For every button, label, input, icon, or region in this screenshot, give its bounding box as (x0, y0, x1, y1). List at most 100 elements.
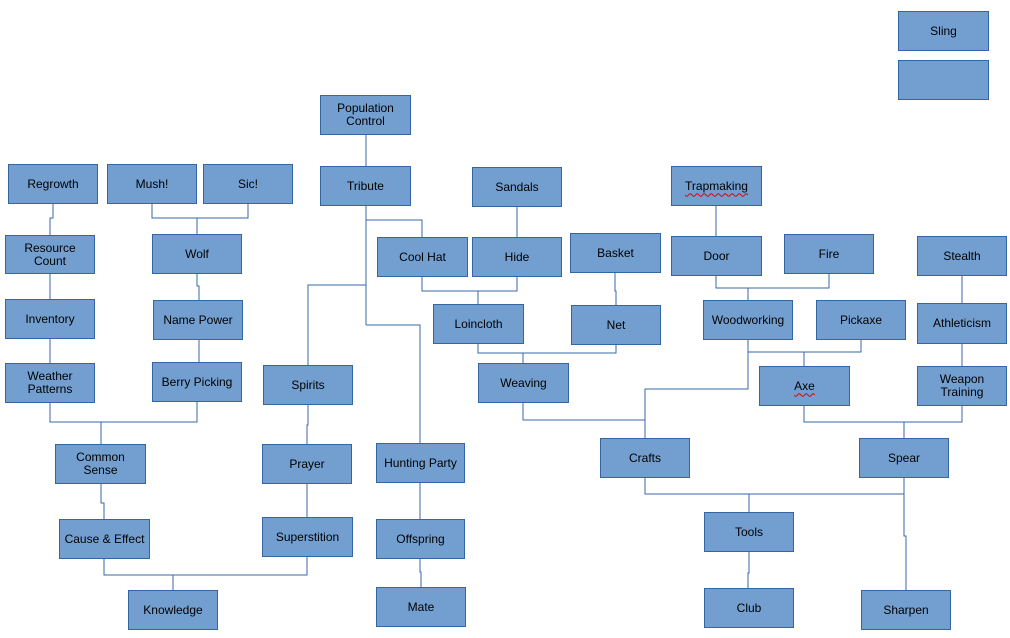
node-sling[interactable]: Sling (898, 11, 989, 51)
connector (366, 219, 423, 237)
node-hunting-party[interactable]: Hunting Party (376, 443, 465, 483)
node-label: Mate (407, 599, 435, 614)
connector (477, 344, 617, 354)
node-cause-effect[interactable]: Cause & Effect (59, 519, 150, 559)
node-tribute[interactable]: Tribute (320, 166, 411, 206)
node-population-control[interactable]: Population Control (320, 95, 411, 135)
node-fire[interactable]: Fire (784, 234, 874, 274)
connector (151, 204, 249, 219)
node-sharpen[interactable]: Sharpen (861, 590, 951, 630)
node-athleticism[interactable]: Athleticism (917, 303, 1007, 344)
connector (103, 557, 308, 576)
connector (307, 284, 366, 365)
node-label: Loincloth (454, 316, 503, 331)
node-label: Basket (597, 245, 634, 260)
node-label: Inventory (25, 311, 75, 326)
node-label: Spirits (291, 377, 325, 392)
node-spear[interactable]: Spear (859, 438, 949, 478)
connector (715, 274, 830, 289)
node-name-power[interactable]: Name Power (153, 300, 243, 340)
node-trapmaking[interactable]: Trapmaking (671, 166, 762, 206)
connector (196, 274, 200, 300)
node-mate[interactable]: Mate (376, 587, 466, 627)
node-label: Regrowth (27, 176, 79, 191)
node-loincloth[interactable]: Loincloth (433, 304, 524, 344)
node-label: Club (736, 600, 762, 615)
node-prayer[interactable]: Prayer (262, 444, 352, 484)
node-axe[interactable]: Axe (759, 366, 850, 406)
connector (100, 484, 105, 519)
node-label: Sic! (237, 176, 258, 191)
node-label: Population Control (337, 101, 394, 128)
connector (49, 204, 54, 235)
node-label: Common Sense (76, 450, 125, 477)
node-label: Tools (734, 524, 763, 539)
connector (306, 405, 309, 444)
node-door[interactable]: Door (671, 236, 762, 276)
node-label: Stealth (943, 248, 981, 263)
node-label: Woodworking (711, 312, 785, 327)
node-offspring[interactable]: Offspring (376, 519, 465, 559)
node-label: Hunting Party (384, 455, 457, 470)
node-label: Net (606, 317, 626, 332)
node-crafts[interactable]: Crafts (600, 438, 690, 478)
node-label: Trapmaking (685, 178, 748, 193)
node-resource-count[interactable]: Resource Count (5, 235, 95, 274)
node-label: Weaving (500, 375, 547, 390)
node-label: Athleticism (932, 316, 991, 330)
node-label: Axe (794, 378, 815, 393)
node-superstition[interactable]: Superstition (262, 517, 353, 557)
node-knowledge[interactable]: Knowledge (128, 590, 218, 630)
node-club[interactable]: Club (704, 588, 794, 628)
node-label: Crafts (628, 450, 661, 465)
connector (614, 273, 617, 305)
node-label: Weapon Training (939, 372, 985, 399)
node-hide[interactable]: Hide (472, 237, 562, 277)
node-mush[interactable]: Mush! (107, 164, 197, 204)
node-label: Pickaxe (839, 312, 883, 327)
node-label: Tribute (347, 178, 384, 193)
node-label: Cool Hat (399, 249, 446, 264)
node-label: Berry Picking (161, 374, 233, 389)
node-regrowth[interactable]: Regrowth (8, 164, 98, 204)
node-woodworking[interactable]: Woodworking (703, 300, 793, 340)
connector (522, 403, 646, 438)
node-inventory[interactable]: Inventory (5, 299, 95, 339)
node-berry-picking[interactable]: Berry Picking (152, 362, 242, 402)
node-tools[interactable]: Tools (704, 512, 794, 552)
node-net[interactable]: Net (571, 305, 661, 345)
connector (747, 340, 862, 353)
node-sic[interactable]: Sic! (203, 164, 293, 204)
node-label: Knowledge (143, 602, 203, 617)
node-cool-hat[interactable]: Cool Hat (377, 237, 468, 277)
node-label: Superstition (275, 529, 340, 544)
connector (366, 324, 421, 443)
node-common-sense[interactable]: Common Sense (55, 444, 146, 484)
connector (644, 478, 905, 495)
connector (644, 340, 749, 420)
node-label: Offspring (396, 531, 445, 546)
node-blank[interactable] (898, 60, 989, 100)
node-sandals[interactable]: Sandals (472, 167, 562, 207)
node-label: Name Power (163, 312, 233, 327)
connector (747, 552, 750, 588)
node-label: Cause & Effect (64, 531, 145, 546)
node-label: Fire (818, 246, 840, 261)
node-spirits[interactable]: Spirits (263, 365, 353, 405)
node-label: Mush! (135, 176, 169, 191)
node-basket[interactable]: Basket (570, 233, 661, 273)
node-stealth[interactable]: Stealth (917, 236, 1007, 276)
node-pickaxe[interactable]: Pickaxe (816, 300, 906, 340)
node-weaving[interactable]: Weaving (478, 363, 569, 403)
connector (419, 559, 422, 587)
node-label: Sling (930, 23, 957, 38)
connector (903, 494, 907, 590)
node-label: Door (703, 248, 730, 263)
node-weather-patterns[interactable]: Weather Patterns (5, 363, 95, 403)
node-weapon-training[interactable]: Weapon Training (917, 366, 1007, 406)
connector (49, 402, 198, 423)
connector (803, 406, 963, 423)
node-label: Sharpen (883, 602, 929, 617)
node-wolf[interactable]: Wolf (152, 234, 242, 274)
node-label: Sandals (495, 179, 539, 194)
